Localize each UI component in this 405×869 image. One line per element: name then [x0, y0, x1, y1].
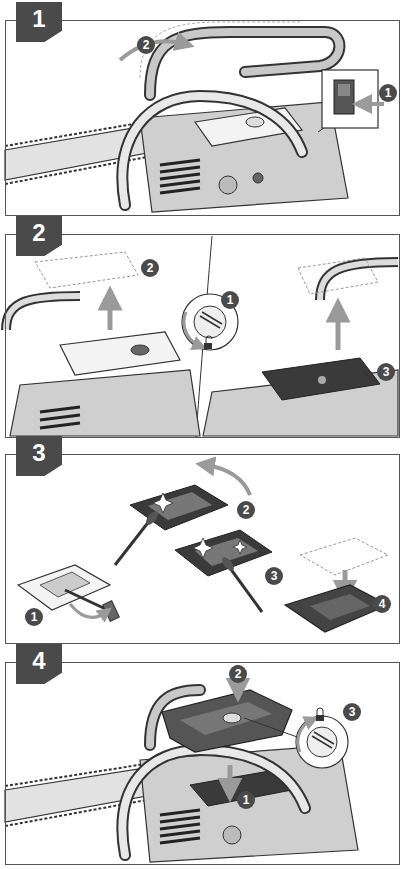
cover-knob — [131, 345, 149, 355]
lift-arrow — [108, 298, 113, 330]
filter-nut — [318, 376, 326, 384]
front-handle — [122, 750, 305, 855]
callout-number: 2 — [237, 501, 255, 519]
callout-number: 3 — [265, 567, 283, 585]
switch-rocker — [338, 84, 350, 96]
handle-fill — [320, 262, 398, 300]
engine-body — [10, 370, 200, 436]
unlock-icon — [204, 343, 212, 349]
callout-number: 2 — [141, 259, 159, 277]
leader-line — [362, 372, 378, 382]
callout-number: 2 — [137, 36, 155, 54]
brush-head — [220, 555, 236, 572]
cooling-fins — [160, 810, 200, 843]
ghost-cover — [35, 252, 138, 288]
turn-arrow — [184, 312, 200, 346]
air-filter-cover — [162, 690, 292, 752]
handle-fill — [6, 296, 80, 330]
step-number: 1 — [16, 2, 62, 42]
screw-slot — [312, 732, 334, 748]
stop-switch — [334, 80, 354, 114]
step-number: 4 — [16, 644, 62, 684]
front-handle-fill — [122, 96, 302, 205]
air-filter-cover — [60, 332, 180, 375]
front-handle — [122, 96, 302, 205]
step-number: 3 — [16, 436, 62, 476]
front-handle-fill — [122, 750, 305, 855]
ghost-cover — [298, 258, 378, 294]
turn-arrow — [70, 604, 106, 617]
panel-1-art — [5, 22, 384, 212]
lift-arrow — [336, 310, 341, 350]
cover-top — [180, 702, 272, 735]
step-panel: 2 — [5, 234, 400, 438]
cooling-fins — [40, 407, 80, 428]
primer — [223, 826, 241, 844]
panel-4-art — [5, 665, 358, 862]
screw-slot — [200, 312, 222, 328]
cover-emblem — [40, 572, 90, 597]
step-number: 2 — [16, 216, 62, 256]
lock-shackle — [317, 708, 323, 715]
cooling-fins — [160, 160, 200, 193]
step-panel: 3 — [5, 454, 400, 644]
ghost-filter — [300, 538, 388, 575]
callout-number: 3 — [343, 703, 361, 721]
inset-frame — [322, 70, 378, 128]
filter-cover — [285, 585, 388, 632]
lock-icon — [316, 715, 324, 721]
filter-half — [175, 530, 272, 576]
callout-number: 1 — [25, 608, 43, 626]
step-panel: 1 — [5, 20, 400, 216]
ghost-handle — [140, 22, 300, 78]
panel-3-art — [18, 465, 388, 632]
callout-number: 4 — [373, 595, 391, 613]
callout-number: 2 — [229, 665, 247, 683]
brush-head — [144, 509, 160, 526]
handle — [320, 262, 398, 300]
unlock-shackle — [206, 336, 212, 343]
callout-number: 1 — [379, 84, 397, 102]
screw — [253, 173, 263, 183]
engine-body — [140, 102, 348, 212]
cover-knob — [246, 117, 264, 127]
primer — [219, 176, 237, 194]
brush-handle — [115, 520, 150, 565]
press-arrow — [362, 102, 384, 106]
handle — [6, 296, 80, 330]
panel-2-art — [6, 236, 398, 437]
place-arrow — [228, 765, 233, 790]
cover-knob — [223, 713, 241, 723]
air-filter — [262, 358, 380, 400]
step-panel: 4 — [5, 662, 400, 865]
filter-half — [130, 485, 228, 530]
screw-head — [307, 727, 337, 757]
turn-arrow — [298, 720, 312, 752]
sparkle — [153, 493, 247, 558]
callout-number: 1 — [221, 291, 239, 309]
leader-line — [244, 718, 300, 738]
brush-handle — [230, 568, 262, 612]
cover-emblem — [310, 594, 370, 620]
callout-number: 1 — [237, 791, 255, 809]
flip-arrow — [205, 465, 250, 495]
screw-head — [194, 306, 226, 338]
callout-number: 3 — [377, 363, 395, 381]
zoom-circle — [296, 716, 348, 768]
